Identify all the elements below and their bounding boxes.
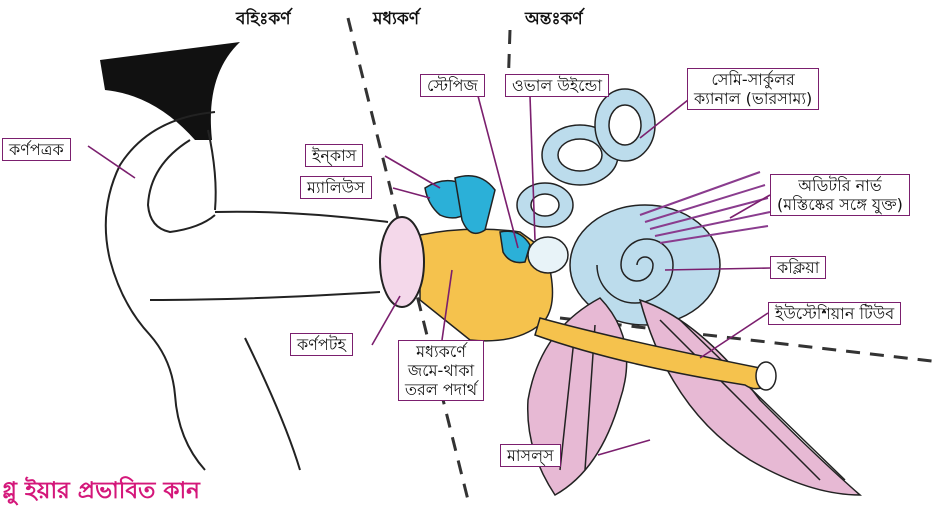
neck-line xyxy=(245,338,300,470)
label-eardrum: কর্ণপটহ xyxy=(290,333,353,356)
label-fluid-line2: জমে-থাকা xyxy=(405,361,477,380)
region-outer-ear: বহিঃকর্ণ xyxy=(236,6,291,34)
label-muscles: মাসল্‌স xyxy=(500,444,561,467)
leader-muscles xyxy=(598,440,650,455)
head-outline xyxy=(208,130,216,210)
label-semicircular-line2: ক্যানাল (ভারসাম্য) xyxy=(694,89,812,108)
hair-shape xyxy=(100,42,240,140)
label-stapes: স্টেপিজ xyxy=(420,74,485,97)
label-middle-ear-fluid: মধ্যকর্ণে জমে-থাকা তরল পদার্থ xyxy=(398,340,484,401)
label-incus: ইন্‌কাস xyxy=(305,144,363,167)
leader-malleus xyxy=(393,188,430,198)
tube-end xyxy=(756,362,776,390)
label-pinna: কর্ণপত্রক xyxy=(2,138,71,161)
label-auditory-nerve: অডিটরি নার্ভ (মস্তিষ্কের সঙ্গে যুক্ত) xyxy=(770,174,910,216)
label-cochlea: কক্লিয়া xyxy=(770,256,826,279)
eardrum-shape xyxy=(380,217,424,307)
pinna-inner xyxy=(148,140,215,232)
leader-incus xyxy=(385,156,440,188)
label-oval-window: ওভাল উইন্ডো xyxy=(505,74,609,97)
figure-caption: গ্লু ইয়ার প্রভাবিত কান xyxy=(2,472,200,511)
vestibule-shape xyxy=(528,237,568,273)
leader-eardrum xyxy=(372,296,400,345)
incus-shape xyxy=(455,176,495,234)
region-inner-ear: অন্তঃকর্ণ xyxy=(525,6,583,34)
ear-canal-top xyxy=(215,212,388,222)
leader-pinna xyxy=(88,146,135,178)
label-semicircular-canal: সেমি-সার্কুলর ক্যানাল (ভারসাম্য) xyxy=(687,68,819,110)
ear-canal-bottom xyxy=(150,292,380,300)
label-fluid-line3: তরল পদার্থ xyxy=(405,380,477,399)
label-malleus: ম্যালিউস xyxy=(300,176,372,199)
label-eustachian-tube: ইউস্টেশিয়ান টিউব xyxy=(768,302,901,325)
region-middle-ear: মধ্যকর্ণ xyxy=(373,6,419,34)
label-semicircular-line1: সেমি-সার্কুলর xyxy=(694,70,812,89)
label-auditory-line1: অডিটরি নার্ভ xyxy=(777,176,903,195)
label-auditory-line2: (মস্তিষ্কের সঙ্গে যুক্ত) xyxy=(777,195,903,214)
label-fluid-line1: মধ্যকর্ণে xyxy=(405,342,477,361)
